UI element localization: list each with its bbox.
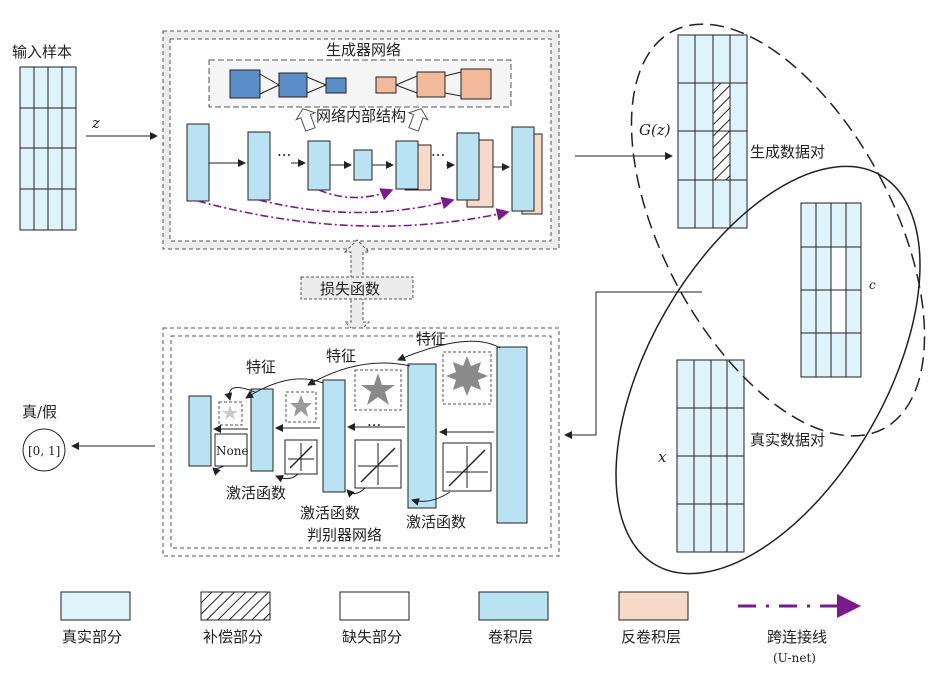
generator-layers xyxy=(186,123,543,215)
legend-label-missing: 缺失部分 xyxy=(342,628,402,646)
legend-swatch-hatch xyxy=(200,591,271,621)
legend-label-conv: 卷积层 xyxy=(488,628,533,646)
inner-arrow-left xyxy=(295,108,317,132)
inner-structure-label: 网络内部结构 xyxy=(316,107,406,125)
z-symbol: z xyxy=(91,114,100,132)
input-grid xyxy=(19,66,77,231)
inner-arrow-right xyxy=(407,108,429,132)
generator-ellipsis-2: ··· xyxy=(431,146,445,164)
star-icon xyxy=(361,373,395,405)
skip-connections xyxy=(197,188,510,227)
legend-swatch-real xyxy=(60,591,131,621)
starburst-icon xyxy=(446,356,488,396)
real-label: 真实数据对 xyxy=(750,431,825,449)
discriminator-layers xyxy=(188,346,528,524)
feature-label-3: 特征 xyxy=(416,330,446,348)
discriminator-arrows xyxy=(212,340,501,506)
condition-symbol: c xyxy=(869,278,876,292)
real-grid xyxy=(676,359,745,553)
generated-grid xyxy=(677,34,748,229)
output-label: 真/假 xyxy=(22,403,57,421)
generated-symbol: G(z) xyxy=(639,121,671,139)
tiny-star-icon xyxy=(222,405,238,420)
discriminator-title: 判别器网络 xyxy=(307,526,382,544)
condition-grid xyxy=(800,202,862,378)
loss-label: 损失函数 xyxy=(320,280,380,298)
legend-swatch-conv xyxy=(478,591,549,621)
output-range: [0, 1] xyxy=(28,444,60,458)
discriminator-ellipsis: ··· xyxy=(367,416,381,434)
legend-swatch-missing xyxy=(339,591,410,621)
small-star-icon xyxy=(290,395,312,417)
feature-label-2: 特征 xyxy=(326,347,356,365)
activation-label-2: 激活函数 xyxy=(300,504,360,522)
real-symbol: x xyxy=(658,448,667,466)
generator-ellipsis-1: ··· xyxy=(277,146,291,164)
output-circle xyxy=(22,428,66,472)
legend-label-hatch: 补偿部分 xyxy=(203,628,263,646)
activation-label-3: 激活函数 xyxy=(406,513,466,531)
loss-connector xyxy=(300,239,414,335)
real-pair-ellipse xyxy=(615,165,921,575)
legend-sublabel-skip: (U-net) xyxy=(773,651,816,665)
legend-label-real: 真实部分 xyxy=(62,628,122,646)
activation-boxes xyxy=(214,433,492,492)
input-label: 输入样本 xyxy=(12,43,72,61)
legend-swatch-deconv xyxy=(618,591,689,621)
activation-label-1: 激活函数 xyxy=(226,484,286,502)
generated-label: 生成数据对 xyxy=(750,143,825,161)
legend-label-skip: 跨连接线 xyxy=(767,628,827,646)
legend-label-deconv: 反卷积层 xyxy=(621,628,681,646)
generated-pair-ellipse xyxy=(630,23,926,437)
legend xyxy=(60,591,861,621)
feature-label-1: 特征 xyxy=(246,358,276,376)
pairs-to-discriminator-arrow xyxy=(564,291,702,439)
generator-title: 生成器网络 xyxy=(326,41,401,59)
none-label: None xyxy=(216,444,249,458)
conv-inner-structure xyxy=(229,69,347,99)
deconv-inner-structure xyxy=(375,68,492,100)
